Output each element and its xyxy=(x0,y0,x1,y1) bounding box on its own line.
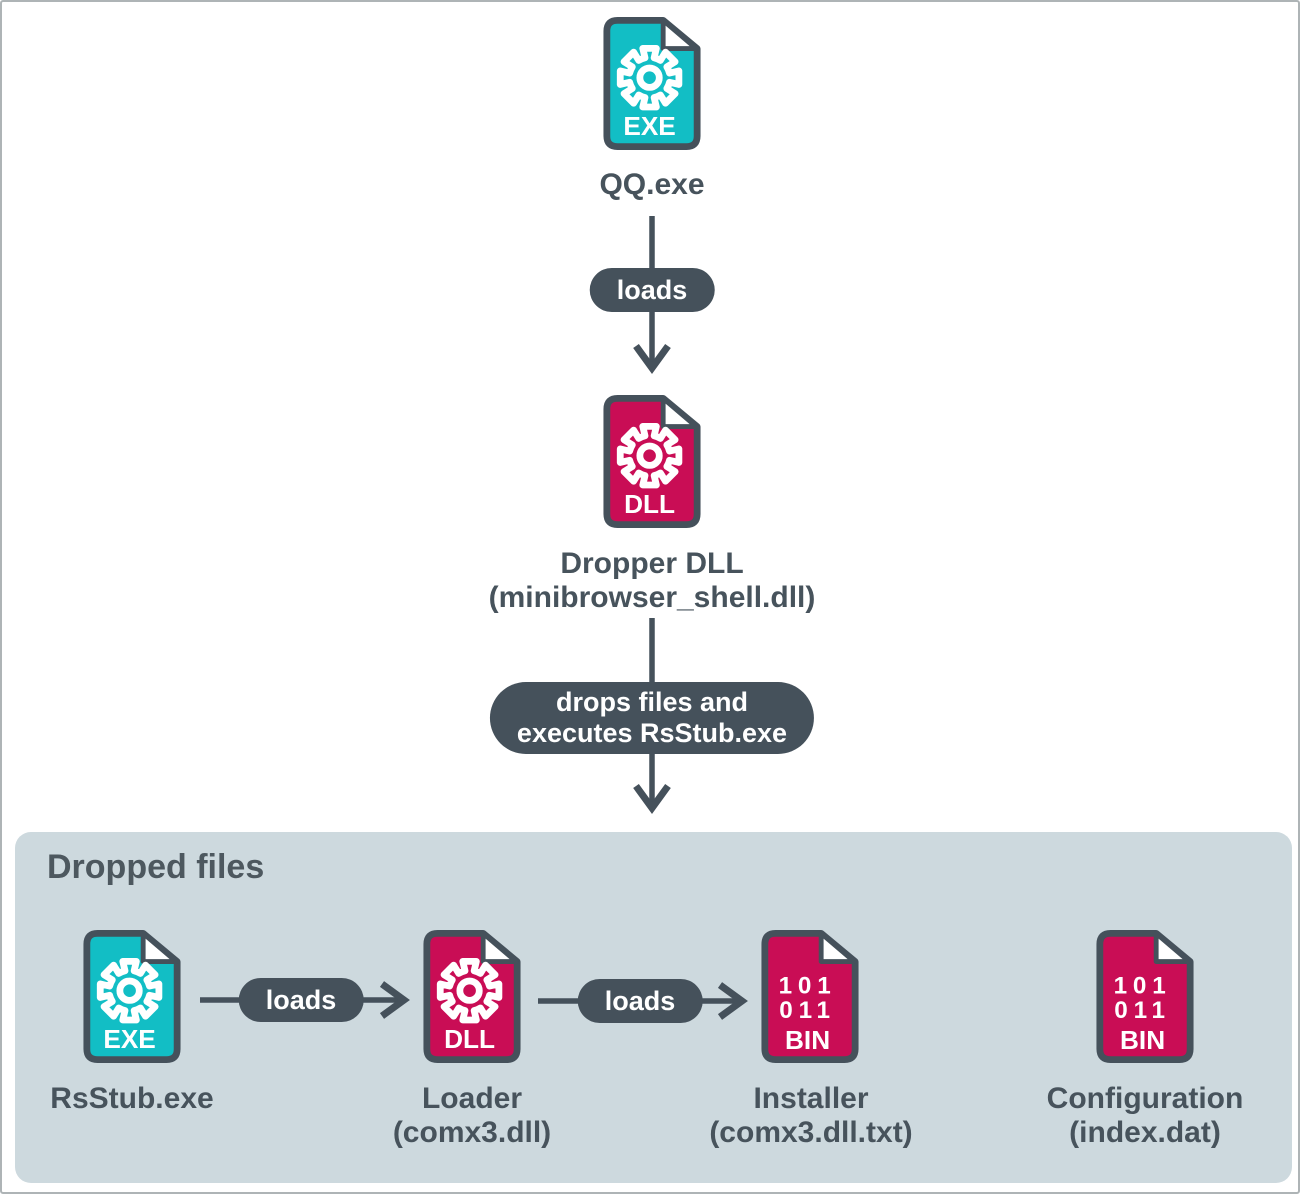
file-type-badge: DLL xyxy=(624,489,675,519)
pill-label: loads xyxy=(265,984,337,1015)
file-type-badge: EXE xyxy=(103,1024,155,1054)
configuration-label: Configuration (index.dat) xyxy=(1047,1082,1244,1150)
bin-file-icon: 101 011 BIN xyxy=(760,927,860,1067)
configuration-filename: (index.dat) xyxy=(1069,1116,1221,1149)
dropper-dll-filename: (minibrowser_shell.dll) xyxy=(488,581,816,614)
file-type-badge: BIN xyxy=(785,1025,830,1055)
loads-pill: loads xyxy=(238,978,364,1022)
loader-filename: (comx3.dll) xyxy=(392,1116,552,1149)
file-type-badge: BIN xyxy=(1120,1025,1165,1055)
exe-file-icon: EXE xyxy=(82,927,182,1067)
folded-corner-icon xyxy=(143,933,176,961)
dropper-dll-label: Dropper DLL (minibrowser_shell.dll) xyxy=(489,547,816,615)
exe-file-icon: EXE xyxy=(602,14,702,154)
bin-file-icon: 101 011 BIN xyxy=(1095,927,1195,1067)
folded-corner-icon xyxy=(821,933,854,961)
rsstub-label: RsStub.exe xyxy=(50,1082,214,1115)
binary-digits: 011 xyxy=(1114,997,1171,1024)
dropped-files-title: Dropped files xyxy=(47,848,265,886)
file-type-badge: EXE xyxy=(623,111,675,141)
pill-label-line1: drops files and xyxy=(555,687,749,717)
pill-label: loads xyxy=(616,274,688,305)
dropper-dll-title: Dropper DLL xyxy=(560,547,744,580)
binary-digits: 011 xyxy=(779,997,836,1024)
loads-pill: loads xyxy=(589,268,715,312)
qq-exe-label: QQ.exe xyxy=(599,168,705,201)
pill-label-line2: executes RsStub.exe xyxy=(516,718,788,748)
installer-filename: (comx3.dll.txt) xyxy=(709,1116,913,1149)
drops-files-pill: drops files and executes RsStub.exe xyxy=(489,682,815,754)
dll-file-icon: DLL xyxy=(602,392,702,532)
installer-title: Installer xyxy=(753,1082,869,1115)
pill-label: loads xyxy=(604,985,676,1016)
dll-file-icon: DLL xyxy=(422,927,522,1067)
folded-corner-icon xyxy=(663,398,696,426)
configuration-title: Configuration xyxy=(1046,1082,1244,1115)
folded-corner-icon xyxy=(1156,933,1189,961)
file-type-badge: DLL xyxy=(444,1024,495,1054)
folded-corner-icon xyxy=(663,20,696,48)
binary-digits: 101 xyxy=(779,973,837,1000)
folded-corner-icon xyxy=(483,933,516,961)
loads-pill: loads xyxy=(577,979,703,1023)
binary-digits: 101 xyxy=(1114,973,1172,1000)
loader-label: Loader (comx3.dll) xyxy=(393,1082,551,1150)
installer-label: Installer (comx3.dll.txt) xyxy=(709,1082,912,1150)
loader-title: Loader xyxy=(421,1082,523,1115)
